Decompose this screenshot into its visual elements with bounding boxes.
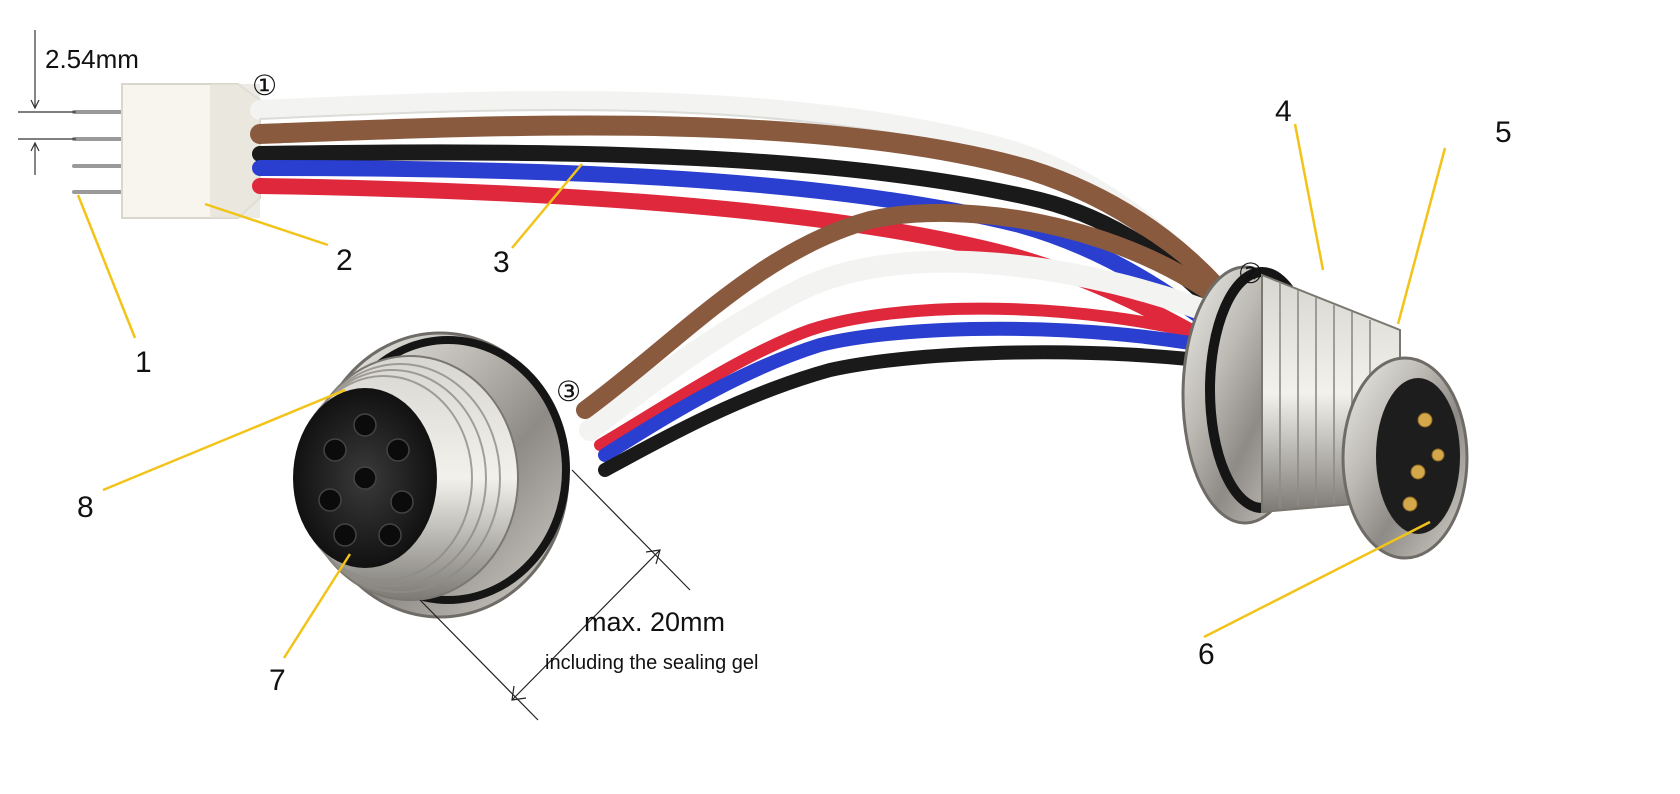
- female-connector: [293, 331, 570, 619]
- wire-red: [252, 178, 1223, 353]
- callout-7: 7: [269, 664, 286, 697]
- marker-2: ②: [1238, 258, 1263, 289]
- wire-loop-brown: [576, 203, 1244, 419]
- callout-lines: [76, 123, 1447, 659]
- callout-numbers: 1 2 3 4 5 6 7 8: [77, 95, 1512, 697]
- male-insert: [1376, 378, 1460, 534]
- marker-3: ③: [556, 376, 581, 407]
- pitch-label: 2.54mm: [45, 44, 139, 74]
- male-connector: [1181, 265, 1469, 560]
- wire-loop-white: [579, 250, 1241, 441]
- callout-4: 4: [1275, 95, 1292, 128]
- male-pins: [1402, 412, 1445, 512]
- pitch-dimension: [18, 30, 76, 175]
- wire-bundle: [250, 91, 1250, 477]
- max-length-label: max. 20mm: [584, 607, 725, 637]
- wire-loop-red: [594, 302, 1231, 451]
- marker-1: ①: [252, 70, 277, 101]
- female-contacts: [318, 413, 414, 547]
- callout-1: 1: [135, 346, 152, 379]
- callout-6: 6: [1198, 638, 1215, 671]
- header-pins: [72, 110, 124, 194]
- pin-header: [72, 83, 261, 219]
- section-markers: ① ② ③: [252, 70, 1263, 407]
- callout-2: 2: [336, 244, 353, 277]
- callout-3: 3: [493, 246, 510, 279]
- length-dimension: [419, 469, 691, 721]
- callout-8: 8: [77, 491, 94, 524]
- wire-loop-blue: [598, 321, 1237, 462]
- wire-brown: [250, 115, 1250, 325]
- wire-loop-black: [598, 345, 1245, 477]
- callout-5: 5: [1495, 116, 1512, 149]
- max-length-note: including the sealing gel: [545, 652, 759, 674]
